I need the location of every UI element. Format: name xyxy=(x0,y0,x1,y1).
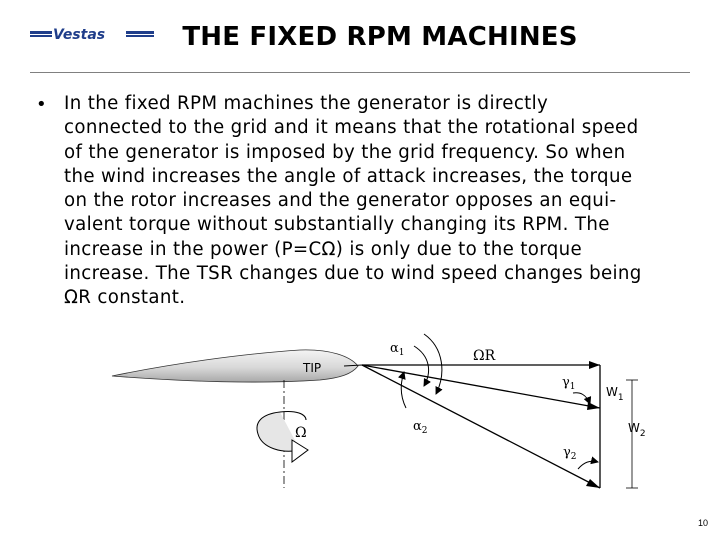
w-dimension-line xyxy=(626,379,638,489)
gamma2-label: γ2 xyxy=(563,445,577,462)
omega-label: Ω xyxy=(295,425,307,441)
page-title: THE FIXED RPM MACHINES xyxy=(182,22,578,52)
gamma2-arc xyxy=(577,456,599,470)
title-divider xyxy=(30,72,690,73)
omega-r-arrowhead xyxy=(589,361,600,369)
page-number: 10 xyxy=(697,518,708,528)
tip-label: TIP xyxy=(302,361,321,375)
bullet-line: on the rotor increases and the generator… xyxy=(64,190,617,212)
gamma1-arc xyxy=(572,392,592,405)
bullet-line: In the fixed RPM machines the generator … xyxy=(64,93,549,114)
bullet-marker: • xyxy=(36,94,47,115)
bullet-line: of the generator is imposed by the grid … xyxy=(64,141,626,163)
bullet-line: valent torque without substantially chan… xyxy=(64,214,610,236)
gamma1-label: γ1 xyxy=(562,375,576,392)
alpha2-label: α2 xyxy=(413,419,428,436)
bullet-text: In the fixed RPM machines the generator … xyxy=(64,92,694,311)
logo-text: Vestas xyxy=(53,27,105,43)
bullet-line: connected to the grid and it means that … xyxy=(64,117,639,139)
w1-label: W1 xyxy=(606,385,624,403)
alpha2-arc xyxy=(397,371,407,409)
alpha1-arc-outer xyxy=(423,333,443,395)
w1-arrowhead xyxy=(587,402,600,410)
vestas-logo: Vestas xyxy=(30,27,154,43)
bullet-line: increase. The TSR changes due to wind sp… xyxy=(64,263,642,285)
alpha1-label: α1 xyxy=(390,341,405,358)
omega-r-label: ΩR xyxy=(473,348,496,364)
bullet-line: ΩR constant. xyxy=(64,287,186,309)
bullet-line: increase in the power (P=CΩ) is only due… xyxy=(64,238,583,260)
rotation-arrow-icon xyxy=(256,411,309,463)
alpha1-arc xyxy=(413,345,431,387)
bullet-line: the wind increases the angle of attack i… xyxy=(64,165,633,187)
airfoil-shape xyxy=(111,349,359,383)
w2-label: W2 xyxy=(628,421,646,439)
w2-arrowhead xyxy=(586,479,600,488)
